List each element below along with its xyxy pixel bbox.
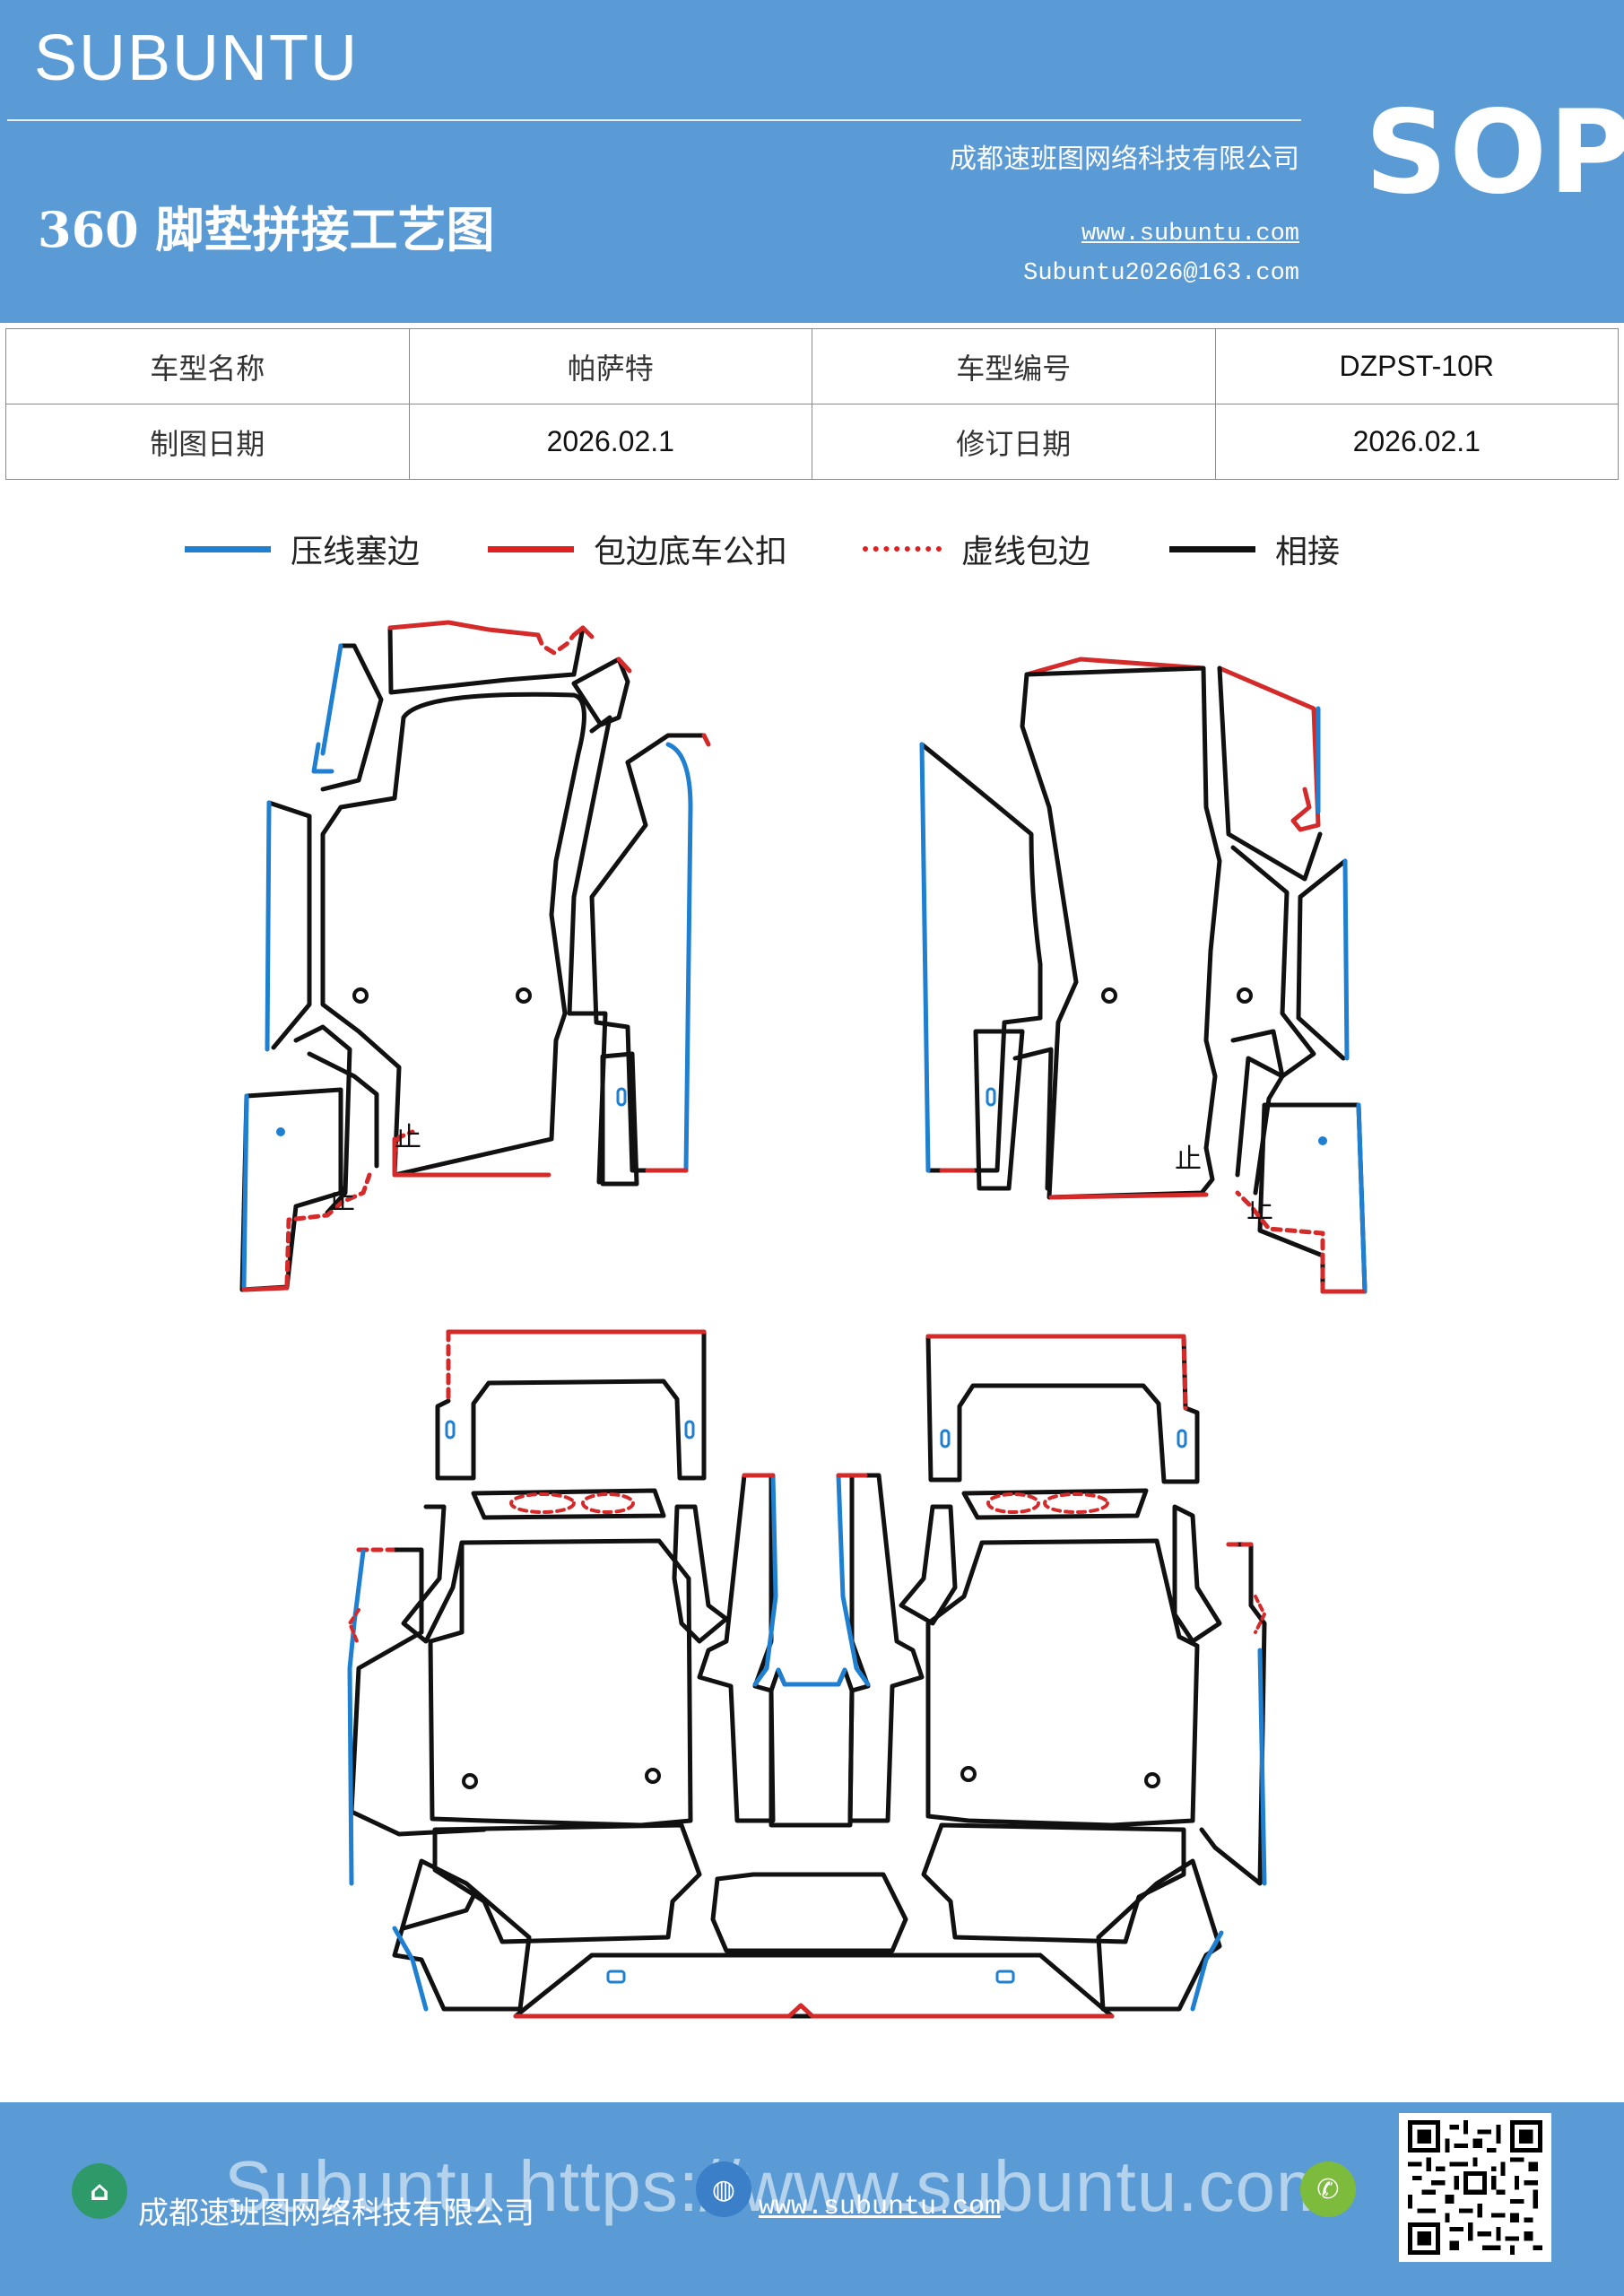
model-name-value: 帕萨特 — [408, 328, 812, 404]
legend-item-edge-buckle: 包边底车公扣 — [488, 524, 787, 574]
model-name-label: 车型名称 — [5, 328, 410, 404]
globe-icon: ◍ — [696, 2161, 751, 2217]
table-row: 车型名称 帕萨特 车型编号 DZPST-10R — [5, 328, 1619, 404]
floor-mat-splice-diagram: 止 止 — [239, 620, 1368, 2019]
legend-swatch-red-dashed — [863, 546, 942, 552]
legend-label: 压线塞边 — [291, 534, 421, 570]
table-row: 制图日期 2026.02.1 修订日期 2026.02.1 — [5, 404, 1619, 480]
footer-website-link[interactable]: www.subuntu.com — [759, 2192, 1002, 2222]
brand-name: SUBUNTU — [34, 22, 360, 94]
legend-label: 包边底车公扣 — [594, 534, 788, 570]
svg-text:止: 止 — [328, 1185, 355, 1216]
model-code-value: DZPST-10R — [1214, 328, 1619, 404]
wechat-icon: ✆ — [1300, 2161, 1356, 2217]
legend-label: 相接 — [1275, 534, 1341, 570]
svg-text:止: 止 — [1246, 1194, 1273, 1225]
building-icon: ⌂ — [72, 2163, 127, 2219]
legend-swatch-black — [1169, 545, 1255, 552]
footer-company-name: 成都速班图网络科技有限公司 — [138, 2196, 534, 2231]
draw-date-label: 制图日期 — [5, 404, 410, 480]
company-name: 成都速班图网络科技有限公司 — [950, 144, 1299, 175]
revise-date-label: 修订日期 — [812, 404, 1216, 480]
document-title: 360 脚垫拼接工艺图 — [38, 201, 495, 258]
legend-item-press-line: 压线塞边 — [185, 524, 420, 574]
qr-code — [1399, 2113, 1551, 2262]
header-banner: SUBUNTU 360 脚垫拼接工艺图 成都速班图网络科技有限公司 www.su… — [0, 0, 1624, 323]
website-link[interactable]: www.subuntu.com — [1081, 221, 1299, 248]
svg-text:止: 止 — [1175, 1144, 1202, 1175]
legend-item-join: 相接 — [1169, 524, 1340, 574]
qr-code-pattern — [1408, 2120, 1542, 2255]
legend-swatch-red — [488, 545, 574, 552]
legend-swatch-blue — [185, 545, 271, 552]
vehicle-info-table: 车型名称 帕萨特 车型编号 DZPST-10R 制图日期 2026.02.1 修… — [5, 328, 1619, 480]
model-code-label: 车型编号 — [812, 328, 1216, 404]
front-right-mat: 止 止 — [919, 657, 1368, 1294]
email-address[interactable]: Subuntu2026@163.com — [1023, 260, 1299, 287]
legend-item-dashed-edge: 虚线包边 — [863, 524, 1090, 574]
revise-date-value: 2026.02.1 — [1214, 404, 1619, 480]
legend-label: 虚线包边 — [961, 534, 1091, 570]
header-divider — [7, 119, 1301, 121]
draw-date-value: 2026.02.1 — [408, 404, 812, 480]
front-left-mat: 止 止 — [239, 620, 711, 1292]
footer-watermark: Subuntu https://www.subuntu.com — [224, 2146, 1337, 2226]
svg-text:止: 止 — [395, 1122, 421, 1153]
sop-badge: SOP — [1365, 86, 1624, 220]
rear-mat-set — [347, 1329, 1267, 2019]
